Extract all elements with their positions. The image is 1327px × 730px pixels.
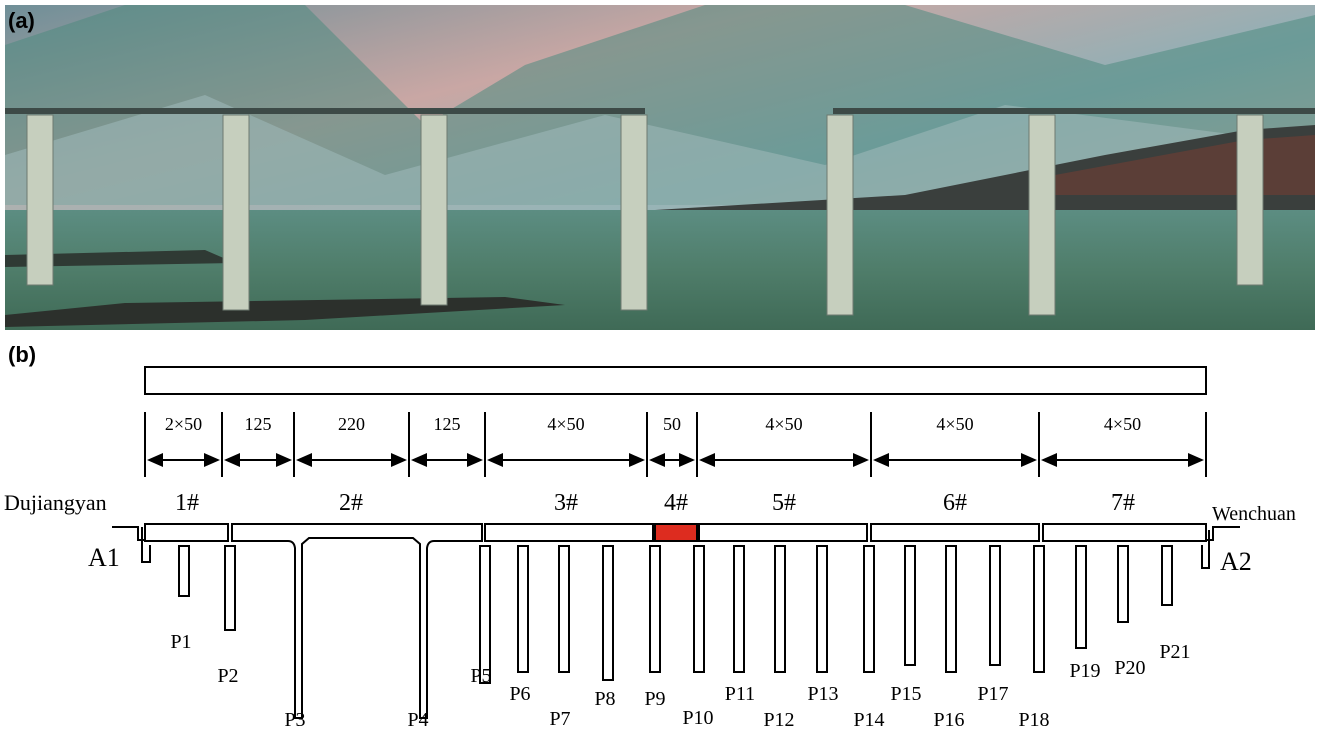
abutment-a2-stem bbox=[1201, 530, 1210, 569]
girder-unit-3 bbox=[484, 523, 654, 542]
span-arrow bbox=[224, 453, 292, 467]
pier bbox=[224, 545, 236, 631]
pier bbox=[517, 545, 529, 673]
span-length-label: 4×50 bbox=[936, 414, 973, 434]
abutment-a2 bbox=[1206, 526, 1240, 541]
pier bbox=[863, 545, 875, 673]
left-city-label: Dujiangyan bbox=[4, 490, 107, 515]
panel-a-label: (a) bbox=[8, 8, 35, 33]
pier bbox=[1161, 545, 1173, 606]
pier-label: P3 bbox=[284, 709, 305, 730]
pier-label: P9 bbox=[644, 688, 665, 710]
pier-label: P10 bbox=[682, 707, 713, 729]
span-length-label: 4×50 bbox=[1104, 414, 1141, 434]
span-arrow bbox=[873, 453, 1037, 467]
span-length-label: 4×50 bbox=[765, 414, 802, 434]
pier-label: P14 bbox=[853, 709, 884, 730]
girder-unit-6 bbox=[870, 523, 1040, 542]
girder-unit-5 bbox=[698, 523, 868, 542]
span-length-label: 50 bbox=[663, 414, 681, 434]
pier-label: P6 bbox=[509, 683, 530, 705]
span-arrow bbox=[649, 453, 695, 467]
pier bbox=[945, 545, 957, 673]
pier bbox=[989, 545, 1001, 666]
pier-label: P12 bbox=[763, 709, 794, 730]
pier bbox=[733, 545, 745, 673]
abutment-a1 bbox=[112, 526, 145, 541]
pier-label: P8 bbox=[594, 688, 615, 710]
pier-label: P19 bbox=[1069, 660, 1100, 682]
span-arrow bbox=[699, 453, 869, 467]
bridge-layout-diagram: 2×50 125 220 125 4×50 50 4×50 4×50 4×50 1# 2# 3# 4#… bbox=[4, 366, 1296, 730]
span-arrow bbox=[411, 453, 483, 467]
girder-unit-4 bbox=[654, 523, 698, 542]
pier-label: P17 bbox=[977, 683, 1008, 705]
pier-label: P21 bbox=[1159, 641, 1190, 663]
unit-label: 4# bbox=[664, 490, 688, 516]
pier-label: P16 bbox=[933, 709, 964, 730]
pier bbox=[1117, 545, 1129, 623]
pier-label: P1 bbox=[170, 631, 191, 653]
right-city-label: Wenchuan bbox=[1212, 503, 1296, 525]
span-arrow bbox=[296, 453, 407, 467]
pier-label: P18 bbox=[1018, 709, 1049, 730]
pier bbox=[1033, 545, 1045, 673]
span-length-label: 2×50 bbox=[165, 414, 202, 434]
pier-label: P20 bbox=[1114, 657, 1145, 679]
bridge-photo bbox=[5, 5, 1315, 330]
unit-label: 6# bbox=[943, 490, 967, 516]
pier bbox=[178, 545, 190, 597]
pier bbox=[1075, 545, 1087, 649]
pier bbox=[774, 545, 786, 673]
pier bbox=[479, 545, 491, 684]
span-length-label: 4×50 bbox=[547, 414, 584, 434]
unit-label: 1# bbox=[175, 490, 199, 516]
unit-label: 7# bbox=[1111, 490, 1135, 516]
span-length-label: 220 bbox=[338, 414, 365, 434]
span-arrow bbox=[147, 453, 220, 467]
span-length-label: 125 bbox=[434, 414, 461, 434]
span-arrow bbox=[1041, 453, 1204, 467]
pier-label: P11 bbox=[725, 683, 755, 705]
unit-label: 5# bbox=[772, 490, 796, 516]
unit-label: 2# bbox=[339, 490, 363, 516]
unit-label: 3# bbox=[554, 490, 578, 516]
pier bbox=[904, 545, 916, 666]
pier bbox=[602, 545, 614, 681]
pier-label: P15 bbox=[890, 683, 921, 705]
pier bbox=[558, 545, 570, 673]
panel-b-label: (b) bbox=[8, 342, 37, 367]
pier bbox=[816, 545, 828, 673]
pier-label: P7 bbox=[549, 708, 570, 730]
span-arrow bbox=[487, 453, 645, 467]
right-abutment-label: A2 bbox=[1220, 547, 1252, 576]
pier-label: P2 bbox=[217, 665, 238, 687]
girder-unit-1 bbox=[144, 523, 229, 542]
deck-outline bbox=[144, 366, 1207, 395]
pier-label: P13 bbox=[807, 683, 838, 705]
girder-unit-7 bbox=[1042, 523, 1207, 542]
pier-label: P5 bbox=[470, 665, 491, 687]
abutment-a1-stem bbox=[141, 527, 151, 563]
pier-label: P4 bbox=[407, 709, 428, 730]
pier bbox=[693, 545, 705, 673]
left-abutment-label: A1 bbox=[88, 543, 120, 572]
pier bbox=[649, 545, 661, 673]
span-length-label: 125 bbox=[245, 414, 272, 434]
girder-unit-2 bbox=[231, 523, 483, 719]
